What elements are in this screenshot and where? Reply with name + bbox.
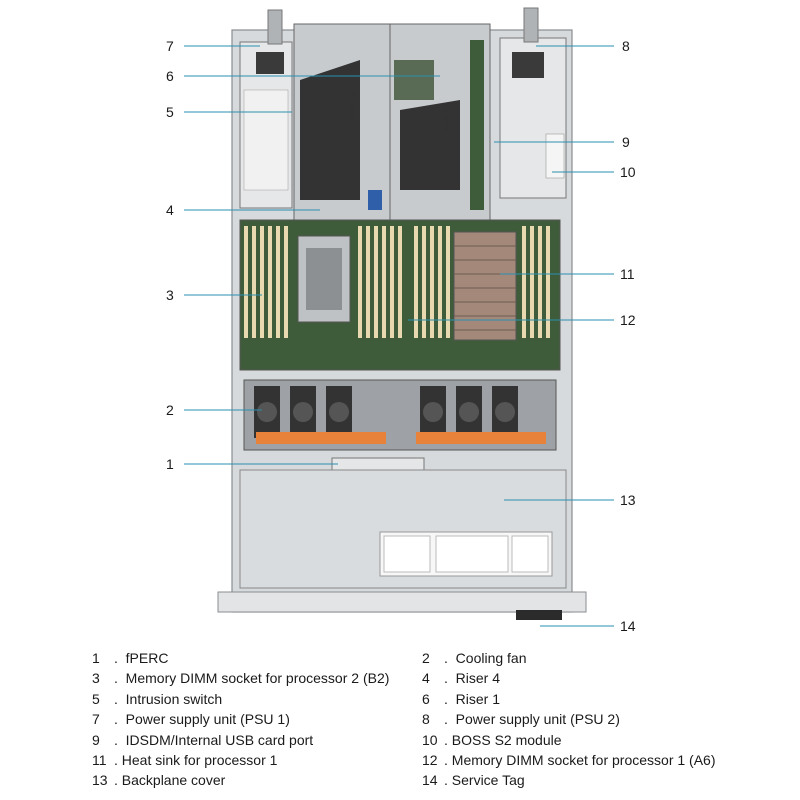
legend-label: Intrusion switch	[125, 690, 223, 707]
legend-number: 4	[422, 670, 430, 687]
riser-4-label: RISER 4	[351, 93, 358, 120]
legend-label: Riser 1	[455, 690, 501, 707]
legend-item-6: 6. Riser 1	[422, 689, 762, 709]
cooling-fans	[243, 379, 557, 451]
dimm-bank-center	[358, 226, 450, 338]
callout-number-3: 3	[166, 287, 174, 303]
riser-4: RISER 4	[293, 23, 391, 221]
callout-number-6: 6	[166, 68, 174, 84]
backplane-cover	[239, 469, 567, 589]
legend-item-11: 11. Heat sink for processor 1	[92, 750, 422, 770]
callout-number-4: 4	[166, 202, 174, 218]
processor-2-socket	[297, 235, 351, 323]
service-tag	[516, 610, 562, 620]
legend-label: BOSS S2 module	[451, 731, 562, 748]
legend-number: 14	[422, 772, 438, 789]
legend-number: 12	[422, 751, 438, 768]
callout-number-12: 12	[620, 312, 636, 328]
legend: 1. fPERC 2. Cooling fan 3. Memory DIMM s…	[92, 648, 772, 791]
fperc	[331, 457, 425, 471]
legend-number: 7	[92, 711, 100, 728]
legend-item-2: 2. Cooling fan	[422, 648, 762, 668]
dimm-bank-processor-2-left	[244, 226, 288, 338]
legend-number: 8	[422, 711, 430, 728]
heat-sink-processor-1	[453, 231, 517, 341]
legend-item-10: 10. BOSS S2 module	[422, 730, 762, 750]
legend-label: Power supply unit (PSU 1)	[125, 711, 290, 728]
callout-number-7: 7	[166, 38, 174, 54]
callout-number-5: 5	[166, 104, 174, 120]
legend-item-3: 3. Memory DIMM socket for processor 2 (B…	[92, 668, 422, 688]
callout-number-8: 8	[622, 38, 630, 54]
legend-item-5: 5. Intrusion switch	[92, 689, 422, 709]
riser-1-label: RISER 1	[443, 103, 450, 130]
psu-2	[499, 7, 567, 199]
legend-item-9: 9. IDSDM/Internal USB card port	[92, 730, 422, 750]
legend-label: fPERC	[125, 650, 169, 666]
legend-label: Memory DIMM socket for processor 1 (A6)	[451, 751, 716, 768]
callout-number-1: 1	[166, 456, 174, 472]
legend-number: 10	[422, 731, 438, 748]
legend-number: 6	[422, 690, 430, 707]
legend-number: 3	[92, 670, 100, 687]
dimm-bank-processor-1-right	[522, 226, 550, 338]
legend-label: Heat sink for processor 1	[121, 751, 278, 768]
riser-1: RISER 1	[389, 23, 491, 221]
server-top-view-diagram: RISER 4 RISER 1	[166, 7, 636, 634]
legend-label: Cooling fan	[455, 650, 527, 666]
legend-number: 9	[92, 731, 100, 748]
legend-label: Riser 4	[455, 670, 501, 687]
legend-item-12: 12. Memory DIMM socket for processor 1 (…	[422, 750, 762, 770]
legend-item-4: 4. Riser 4	[422, 668, 762, 688]
legend-number: 2	[422, 650, 430, 666]
legend-item-8: 8. Power supply unit (PSU 2)	[422, 709, 762, 729]
legend-number: 11	[92, 751, 107, 768]
callout-number-10: 10	[620, 164, 636, 180]
callout-number-2: 2	[166, 402, 174, 418]
callout-number-14: 14	[620, 618, 636, 634]
legend-number: 1	[92, 650, 100, 666]
legend-label: IDSDM/Internal USB card port	[125, 731, 314, 748]
legend-number: 13	[92, 772, 108, 789]
psu-1	[239, 9, 293, 209]
callout-number-11: 11	[620, 266, 635, 282]
legend-label: Power supply unit (PSU 2)	[455, 711, 620, 728]
legend-number: 5	[92, 690, 100, 707]
callout-number-13: 13	[620, 492, 636, 508]
front-bezel	[217, 591, 587, 613]
legend-item-7: 7. Power supply unit (PSU 1)	[92, 709, 422, 729]
legend-label: Memory DIMM socket for processor 2 (B2)	[125, 670, 390, 687]
legend-label: Backplane cover	[121, 772, 226, 789]
legend-item-14: 14. Service Tag	[422, 770, 762, 790]
legend-item-1: 1. fPERC	[92, 648, 422, 668]
legend-label: Service Tag	[451, 772, 525, 789]
callout-number-9: 9	[622, 134, 630, 150]
legend-item-13: 13. Backplane cover	[92, 770, 422, 790]
